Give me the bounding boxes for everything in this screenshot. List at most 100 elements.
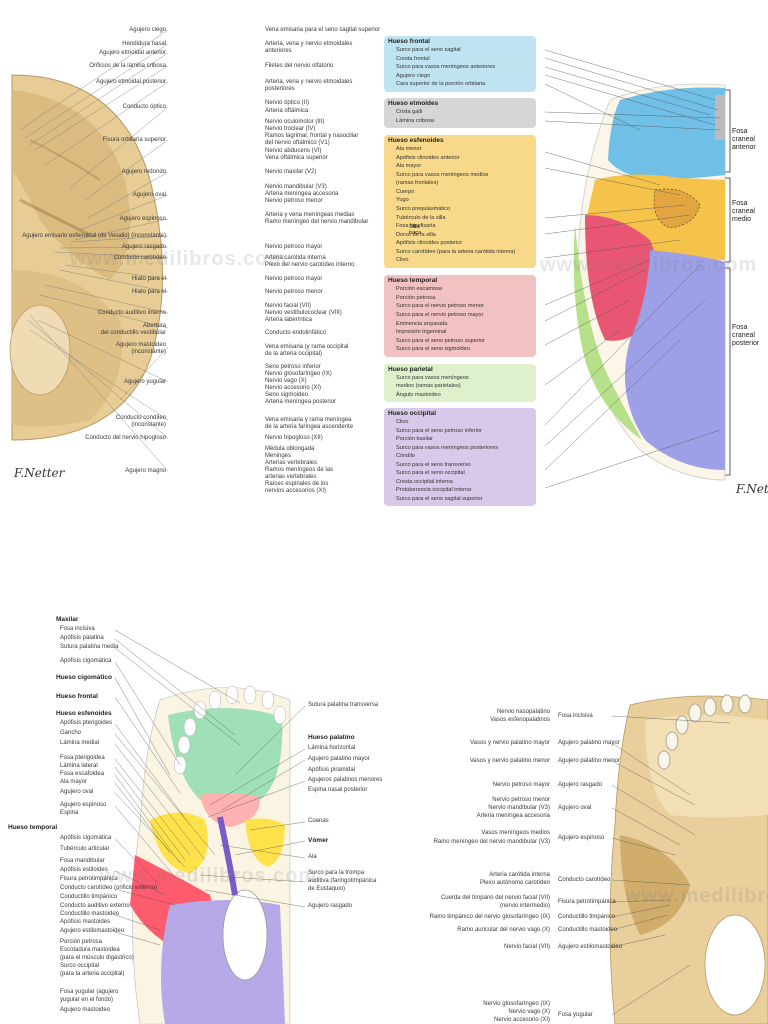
bone-label: Conductillo mastoideo — [60, 911, 120, 917]
foramen-content-label: Vena emisaria para el seno sagital super… — [265, 27, 380, 33]
foramen-content-label: Nervio accesorio (XI) — [265, 385, 322, 391]
bone-feature-label: Surco para el seno occipital — [396, 470, 465, 476]
bone-feature-label: Surco para vasos meníngeos — [396, 375, 469, 381]
foramen-content-label: Vena oftálmica superior — [265, 155, 328, 161]
artist-signature-2: F.Netter — [736, 482, 768, 496]
structure-label: Vasos esfenopalatinos — [490, 717, 550, 723]
bone-feature-label: Porción basilar — [396, 436, 433, 442]
opening-label: Fosa incisiva — [558, 713, 593, 719]
bone-label: Conducto auditivo externo — [60, 903, 130, 909]
foramen-label: Agujero redondo — [121, 169, 166, 175]
bone-label-right: auditiva (faringotimpánica — [308, 878, 377, 884]
watermark-text-3: www.medilibros.com — [100, 865, 318, 887]
watermark-text: www.medilibros.com — [70, 248, 288, 270]
foramen-label: Hiato para el — [131, 276, 166, 282]
foramen-content-label: de la arteria faríngea ascendente — [265, 424, 354, 430]
bone-label: Agujero oval — [60, 789, 94, 795]
bone-feature-label: Dorso de la silla — [396, 231, 436, 238]
foramen-label: (inconstante) — [131, 422, 166, 428]
bone-feature-label: Clivo — [396, 419, 409, 425]
structure-label: Ramo meníngeo del nervio mandibular (V3) — [433, 839, 550, 845]
foramen-label: Conducto del nervio hipogloso — [85, 435, 166, 441]
foramen-content-label: Arteria, vena y nervio etmoidales — [265, 41, 353, 47]
bone-feature-label: Protuberancia occipital interna — [396, 487, 472, 493]
bone-label-right: Espina nasal posterior — [308, 787, 368, 793]
foramen-content-label: Nervio vestibulococlear (VIII) — [265, 310, 342, 316]
bone-feature-label: Surco para vasos meníngeos medios — [396, 171, 489, 178]
foramen-label: Hendidura nasal — [122, 41, 166, 47]
bone-feature-label: Surco para vasos meníngeos anteriores — [396, 64, 496, 71]
bone-feature-label: Surco para vasos meníngeos posteriores — [396, 444, 498, 451]
structure-label: Nervio accesorio (XI) — [493, 1017, 550, 1023]
opening-label: Agujero rasgado — [558, 782, 603, 788]
bone-label: Porción petrosa — [60, 939, 103, 945]
foramen-content-label: Nervio hipogloso (XII) — [265, 435, 323, 441]
bone-feature-label: Agujero ciego — [396, 72, 431, 79]
bone-feature-label: Surco prequiasmático — [396, 206, 451, 212]
foramen-label: Agujero ciego — [129, 27, 166, 33]
foramen-content-label: arterias vertebrales — [265, 474, 317, 480]
bone-label: Lámina medial — [60, 740, 100, 746]
bone-label-right: Agujero rasgado — [308, 903, 353, 909]
bone-label-right: Ala — [308, 854, 317, 860]
structure-label: Nervio glosofaríngeo (IX) — [483, 1001, 550, 1007]
bone-label: Ala mayor — [60, 779, 88, 785]
opening-label: Fisura petrotimpánica — [558, 899, 616, 905]
foramen-label: Agujero yugular — [123, 379, 166, 385]
opening-label: Agujero espinoso — [558, 835, 605, 841]
foramen-content-label: Arteria y vena meníngeas medias — [265, 212, 355, 218]
foramen-label: Abertura — [142, 323, 166, 329]
foramen-content-label: Nervio petroso mayor — [265, 276, 323, 282]
foramen-content-label: Nervio petroso menor — [265, 289, 323, 295]
bone-feature-label: Surco para el seno sagital — [396, 47, 461, 53]
foramen-content-label: Filetes del nervio olfatorio — [265, 63, 334, 69]
bone-label: Espina — [60, 810, 79, 816]
foramen-content-label: Vena emisaria (y rama occipital — [265, 344, 349, 350]
foramen-label: Conducto carotídeo — [113, 255, 166, 261]
bone-feature-label: Cara superior de la porción orbitaria — [396, 81, 486, 88]
bone-feature-label: Surco para el seno transverso — [396, 461, 471, 468]
structure-label: Nervio facial (VII) — [503, 944, 550, 950]
bone-feature-label: (ramas frontales) — [396, 180, 439, 187]
foramen-content-label: nervios accesorios (XI) — [265, 488, 327, 494]
bone-feature-label: Surco para el seno sigmoideo — [396, 346, 471, 353]
bone-group-heading: Hueso frontal — [388, 38, 430, 45]
foramen-content-label: Arteria meníngea posterior — [265, 399, 337, 405]
bone-label: Gancho — [60, 730, 82, 736]
bone-group-heading: Hueso occipital — [388, 410, 437, 417]
bone-feature-label: Surco para el seno sagital superior — [396, 495, 483, 502]
foramen-label: Conducto óptico — [122, 104, 166, 110]
fossa-label: Fosa craneal anterior — [732, 128, 756, 151]
watermark-text-4: www.medilibros.com — [625, 885, 768, 907]
opening-label: Conductillo timpánico — [558, 914, 616, 920]
foramen-content-label: Arteria oftálmica — [265, 108, 309, 114]
watermark-text-2: www.medilibros.com — [540, 254, 758, 276]
foramen-content-label: Arteria, vena y nervio etmoidales — [265, 79, 353, 85]
bone-label: Lámina lateral — [60, 763, 98, 769]
foramen-label: Hiato para el — [131, 289, 166, 295]
foramen-content-label: Arteria laberíntica — [265, 317, 313, 323]
bone-label-right: Sutura palatina transversa — [308, 702, 379, 708]
opening-label: Conductillo mastoideo — [558, 927, 618, 933]
bone-label: (para el músculo digástrico) — [60, 955, 134, 961]
bone-label: Fosa escafoidea — [60, 771, 105, 777]
bone-feature-label: Surco para el seno petroso inferior — [396, 427, 482, 434]
bone-group-heading: Hueso esfenoides — [388, 137, 444, 144]
opening-label: Fosa yugular — [558, 1012, 593, 1018]
foramen-content-label: Nervio glosofaríngeo (IX) — [265, 371, 332, 377]
skull-external-illustration-bone — [609, 694, 768, 1024]
foramen-content-label: Médula oblongada — [265, 446, 315, 452]
bone-feature-label: Cóndilo — [396, 453, 415, 459]
bone-label-right: Surco para la trompa — [308, 870, 365, 876]
bone-feature-label: Fosa hipofisaria — [396, 223, 436, 230]
bone-feature-label: Surco para el nervio petroso menor — [396, 303, 484, 310]
bone-label: Agujero estilomastoideo — [60, 928, 125, 934]
bone-feature-label: Apófisis clinoides anterior — [396, 154, 460, 161]
bone-feature-label: Crista galli — [396, 109, 423, 115]
bone-label-right: Apófisis piramidal — [308, 767, 356, 773]
bone-group-heading: Hueso parietal — [388, 366, 433, 373]
